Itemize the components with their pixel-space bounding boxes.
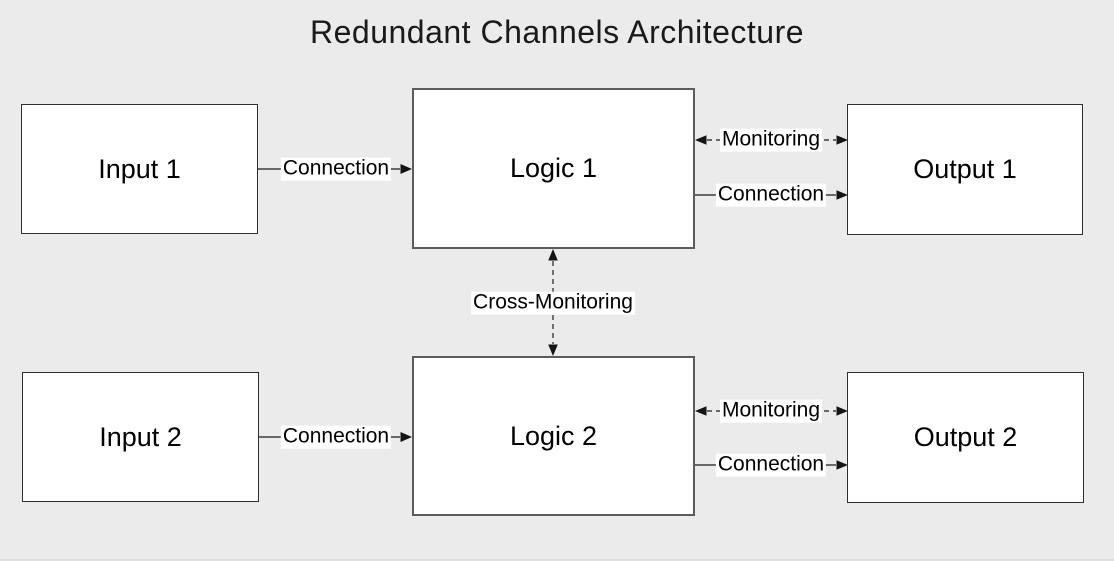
edge-monitoring-logic1-output1-arrowhead-left <box>695 135 707 145</box>
node-output-2-label: Output 2 <box>913 422 1018 452</box>
edge-label-monitoring-2: Monitoring <box>719 398 823 423</box>
node-input-1: Input 1 <box>21 104 258 234</box>
edge-label-connection-logic1-output1: Connection <box>715 182 827 207</box>
edge-connection-logic2-output2-arrowhead <box>836 460 848 470</box>
edge-monitoring-logic2-output2-arrowhead-left <box>695 406 707 416</box>
edge-connection-input1-logic1-arrowhead <box>400 164 412 174</box>
node-input-1-label: Input 1 <box>98 153 181 184</box>
edge-connection-input2-logic2-arrowhead <box>400 432 412 442</box>
edge-connection-logic1-output1-arrowhead <box>836 190 848 200</box>
edge-label-monitoring-1: Monitoring <box>719 127 823 152</box>
node-logic-2-label: Logic 2 <box>509 420 598 451</box>
edge-label-connection-logic2-output2: Connection <box>715 452 827 477</box>
node-logic-1-label: Logic 1 <box>509 153 598 183</box>
node-input-2-label: Input 2 <box>99 421 182 452</box>
edge-label-connection-input2-logic2: Connection <box>280 424 392 449</box>
node-logic-2: Logic 2 <box>412 356 695 516</box>
node-output-2: Output 2 <box>847 372 1084 503</box>
edge-monitoring-logic2-output2-arrowhead-right <box>836 406 848 416</box>
edge-label-connection-input1-logic1: Connection <box>280 156 392 181</box>
edge-label-cross-monitoring: Cross-Monitoring <box>471 290 635 315</box>
edge-cross-monitoring-arrowhead-bottom <box>548 344 558 356</box>
node-output-1-label: Output 1 <box>913 154 1017 184</box>
node-output-1: Output 1 <box>847 104 1083 235</box>
edge-monitoring-logic1-output1-arrowhead-right <box>836 135 848 145</box>
node-input-2: Input 2 <box>22 372 259 502</box>
edge-cross-monitoring-arrowhead-top <box>548 249 558 261</box>
bottom-window-edge <box>0 559 1114 561</box>
diagram-title: Redundant Channels Architecture <box>309 14 805 50</box>
node-logic-1: Logic 1 <box>412 88 695 249</box>
